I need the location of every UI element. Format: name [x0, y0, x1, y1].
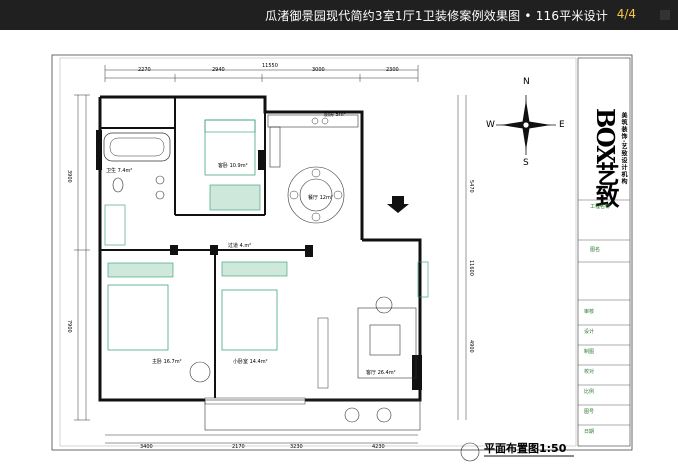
- compass: [496, 95, 556, 155]
- dim-left-2: 7900: [66, 320, 72, 333]
- dim-bottom-4: 4230: [372, 444, 385, 450]
- top-bar: 瓜渚御景园现代简约3室1厅1卫装修案例效果图 • 116平米设计 4/4: [0, 0, 678, 30]
- dim-top-3: 3000: [312, 67, 325, 73]
- sidebar-row-number: 图号: [584, 409, 595, 415]
- floor-plan-sheet: N S E W 2270 2940 11550 3000 2300 3400 2…: [0, 30, 678, 468]
- compass-s-label: S: [523, 158, 529, 168]
- sidebar-row-drafting: 制图: [584, 349, 595, 355]
- dim-top-total: 11550: [262, 63, 278, 69]
- floor-plan-drawing: [51, 54, 633, 462]
- compass-w-label: W: [486, 120, 495, 130]
- brand-subtitle: 美筑装饰·艺致设计机构: [620, 112, 627, 186]
- dim-right-1: 5470: [468, 180, 474, 193]
- plan-title: 平面布置图1:50: [484, 442, 567, 455]
- sidebar-row-date: 日期: [584, 429, 595, 435]
- dim-right-2: 11600: [468, 260, 474, 276]
- room-label-bedroom-main: 主卧 16.7m²: [152, 359, 182, 365]
- dim-right-3: 4900: [468, 340, 474, 353]
- dim-top-1: 2270: [138, 67, 151, 73]
- scroll-indicator-icon[interactable]: [660, 10, 670, 20]
- room-label-corridor: 过道 4.m²: [228, 243, 252, 249]
- sidebar-project-label: 工程名称: [590, 204, 611, 210]
- dim-left-1: 3900: [66, 170, 72, 183]
- room-label-bedroom-small: 小卧室 14.4m²: [233, 359, 268, 365]
- room-label-bath: 卫生 7.4m²: [106, 168, 133, 174]
- sidebar-row-review: 审核: [584, 309, 595, 315]
- sidebar-row-design: 设计: [584, 329, 595, 335]
- dim-bottom-3: 3230: [290, 444, 303, 450]
- room-label-dining: 餐厅 12m²: [308, 195, 333, 201]
- compass-e-label: E: [559, 120, 565, 130]
- sidebar-drawing-label: 图名: [590, 247, 601, 253]
- page-title: 瓜渚御景园现代简约3室1厅1卫装修案例效果图 • 116平米设计: [265, 9, 608, 23]
- room-label-living: 客厅 26.4m²: [366, 370, 396, 376]
- compass-n-label: N: [523, 77, 530, 87]
- dim-bottom-1: 3400: [140, 444, 153, 450]
- brand-logo: BOX艺致: [591, 108, 620, 206]
- room-label-master: 客卧 10.9m²: [218, 163, 248, 169]
- page-counter: 4/4: [616, 7, 636, 21]
- dim-bottom-2: 2170: [232, 444, 245, 450]
- sidebar-row-scale: 比例: [584, 389, 595, 395]
- dim-top-2: 2940: [212, 67, 225, 73]
- sidebar-row-check: 校对: [584, 369, 595, 375]
- dim-top-4: 2300: [386, 67, 399, 73]
- room-label-kitchen: 厨房 5m²: [324, 112, 346, 118]
